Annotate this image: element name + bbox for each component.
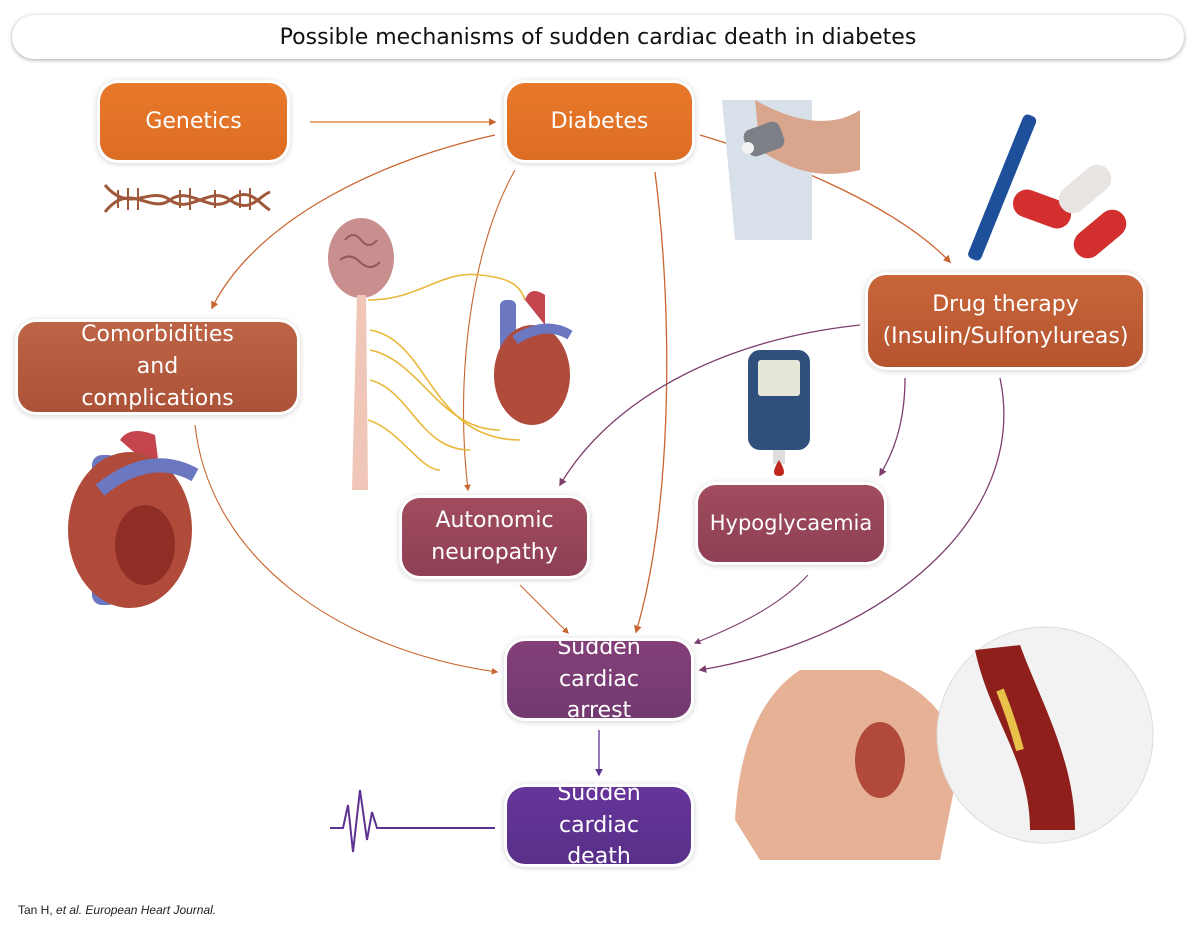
arrow-diabetes-to-autonomic <box>462 169 516 492</box>
node-autonomic-neuropathy: Autonomic neuropathy <box>402 498 587 576</box>
dna-icon <box>103 184 271 213</box>
arrow-drug-to-arrest <box>698 377 1005 673</box>
arrow-drug-to-autonomic <box>559 324 861 487</box>
arm-glucose-sensor-illustration <box>722 100 860 240</box>
node-drug-therapy: Drug therapy (Insulin/Sulfonylureas) <box>868 275 1143 367</box>
node-label-line2: (Insulin/Sulfonylureas) <box>882 324 1129 349</box>
heart-illustration-large <box>68 431 199 608</box>
node-diabetes: Diabetes <box>507 83 692 160</box>
citation-journal: European Heart Journal. <box>85 903 217 917</box>
citation-etal: et al. <box>56 903 83 917</box>
node-label: Sudden cardiac arrest <box>557 634 641 724</box>
node-hypoglycaemia: Hypoglycaemia <box>698 485 884 562</box>
arrow-comorbidities-to-arrest <box>194 424 499 675</box>
node-label-line1: Drug therapy <box>932 292 1079 318</box>
node-sudden-cardiac-arrest: Sudden cardiac arrest <box>507 635 691 723</box>
arrow-diabetes-to-comorbidities <box>211 134 496 310</box>
page-title: Possible mechanisms of sudden cardiac de… <box>12 15 1184 59</box>
torso-artery-illustration <box>735 626 1154 860</box>
arrow-diabetes-to-arrest <box>634 171 668 634</box>
heart-illustration-small <box>494 291 573 425</box>
node-label: Autonomic neuropathy <box>431 508 558 565</box>
arrow-hypo-to-arrest <box>693 574 809 645</box>
node-label: Hypoglycaemia <box>709 511 873 536</box>
node-label: Diabetes <box>550 108 649 134</box>
citation-authors: Tan H, <box>18 903 53 917</box>
node-label: Genetics <box>145 108 242 134</box>
arrow-drug-to-hypo <box>879 377 906 477</box>
node-label: Sudden cardiac death <box>557 780 641 870</box>
arrow-autonomic-to-arrest <box>519 584 569 634</box>
node-sudden-cardiac-death: Sudden cardiac death <box>507 781 691 869</box>
node-label: Comorbidities and complications <box>81 322 234 411</box>
glucose-meter-illustration <box>748 350 810 476</box>
insulin-pen-and-pills-illustration <box>968 114 1127 261</box>
brain-spinal-cord-illustration <box>328 218 526 490</box>
ecg-trace-icon <box>330 789 495 853</box>
node-comorbidities: Comorbidities and complications <box>18 322 297 412</box>
citation: Tan H, et al. European Heart Journal. <box>18 903 216 917</box>
node-genetics: Genetics <box>100 83 287 160</box>
